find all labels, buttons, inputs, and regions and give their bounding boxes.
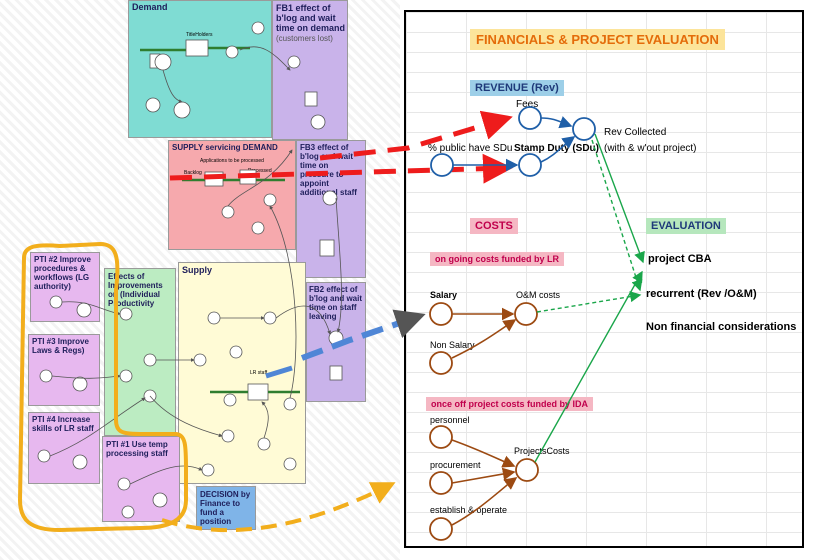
supply-demand-sector: SUPPLY servicing DEMAND [168,140,296,250]
om-costs-label: O&M costs [516,290,561,300]
red-arrow-fees [319,110,513,161]
non-salary-label: Non Salary [430,340,475,350]
rev-collected-sub: (with & w'out project) [604,143,697,154]
pti-grouping-outline [17,241,188,533]
establish-label: establish & operate [430,505,508,515]
pti3-sector: PTI #3 Improve Laws & Regs) [28,334,100,406]
project-costs-node [515,458,539,482]
lr-staff-label: LR staff [250,370,268,376]
pct-public-node [430,153,454,177]
salary-node [429,302,453,326]
supply-sector: Supply [178,262,306,484]
oneoff-costs-header: once off project costs funded by IDA [426,397,594,411]
procurement-node [429,471,453,495]
fb2-title: FB2 effect of b'log and wait time on sta… [309,285,363,321]
procurement-label: procurement [430,460,481,470]
effects-title: Effects of Improvements on (Individual P… [108,272,163,308]
financials-panel [404,10,804,548]
fb1-sector: FB1 effect of b'log and wait time on dem… [272,0,348,140]
orange-dashed-arrow [161,482,396,532]
pti4-sector: PTI #4 Increase skills of LR staff [28,412,100,484]
salary-label: Salary [430,290,458,300]
fb2-sector: FB2 effect of b'log and wait time on sta… [306,282,366,402]
revenue-header: REVENUE (Rev) [470,80,564,96]
ongoing-costs-header: on going costs funded by LR [430,252,564,266]
demand-title: Demand [132,2,168,12]
red-arrow-stamp-duty [169,153,513,184]
decision-title: DECISION by Finance to fund a position [200,490,251,526]
pti1-title: PTI #1 Use temp processing staff [106,440,168,458]
pct-public-label: % public have SDu [428,143,513,154]
non-financial-label: Non financial considerations [646,321,797,333]
costs-header: COSTS [470,218,518,234]
blue-short-mark [265,365,293,379]
fb1-title: FB1 effect of b'log and wait time on dem… [276,3,346,33]
fees-node [518,106,542,130]
personnel-node [429,425,453,449]
cost-nodes [429,302,539,541]
project-cba-label: project CBA [648,253,712,265]
backlog-label: Backlog [184,170,202,176]
om-costs-node [514,302,538,326]
stamp-duty-node [518,153,542,177]
model-internals [37,21,344,519]
fees-label: Fees [516,99,539,110]
non-salary-node [429,351,453,375]
fb1-subtitle: (customers lost) [276,34,333,43]
rev-collected-node [572,117,596,141]
titleholders-stock [185,39,209,57]
establish-node [429,517,453,541]
demand-node [154,53,172,71]
revenue-nodes [430,106,596,177]
financials-title: FINANCIALS & PROJECT EVALUATION [470,29,725,50]
pti4-title: PTI #4 Increase skills of LR staff [32,415,94,433]
processed-label: Processed [248,168,272,174]
pti2-title: PTI #2 Improve procedures & workflows (L… [34,255,91,291]
rev-collected-label: Rev Collected [604,127,667,138]
supply-title: Supply [182,265,213,275]
recurrent-label: recurrent (Rev /O&M) [646,288,757,300]
lr-staff-stock [247,383,269,401]
evaluation-header: EVALUATION [646,218,726,234]
blue-arrow-salary [300,309,426,361]
personnel-label: personnel [430,415,470,425]
applications-label: Applications to be processed [200,158,264,164]
titleholders-label: TitleHolders [186,32,213,38]
demand-sector: Demand [128,0,272,138]
stamp-duty-label: Stamp Duty (SDu) [514,143,599,154]
supply-demand-title: SUPPLY servicing DEMAND [172,143,278,152]
pti3-title: PTI #3 Improve Laws & Regs) [32,337,89,355]
